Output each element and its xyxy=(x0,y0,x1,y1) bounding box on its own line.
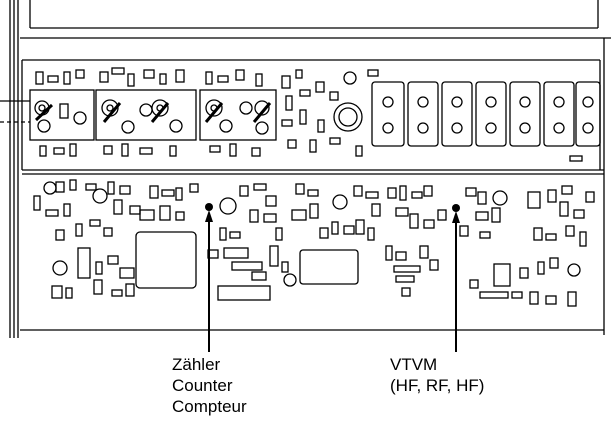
counter-callout-label: Zähler Counter Compteur xyxy=(172,354,247,417)
tuner-section-3 xyxy=(199,69,277,157)
vtvm-label-sub: (HF, RF, HF) xyxy=(390,376,485,395)
tuner-section-1 xyxy=(29,69,95,157)
lower-board-components xyxy=(33,179,595,307)
vtvm-leader-arrow xyxy=(452,211,460,352)
vtvm-label-title: VTVM xyxy=(390,355,438,374)
upper-misc-components xyxy=(281,69,379,157)
counter-leader-arrow xyxy=(205,210,213,352)
counter-label-en: Counter xyxy=(172,376,233,395)
counter-label-fr: Compteur xyxy=(172,397,247,416)
counter-label-de: Zähler xyxy=(172,355,221,374)
tuner-section-2 xyxy=(95,67,197,157)
counter-test-point xyxy=(205,203,213,211)
vtvm-callout-label: VTVM (HF, RF, HF) xyxy=(390,354,484,396)
connector-bank xyxy=(371,81,601,162)
chassis-frame xyxy=(0,0,611,338)
vtvm-test-point xyxy=(452,204,460,212)
